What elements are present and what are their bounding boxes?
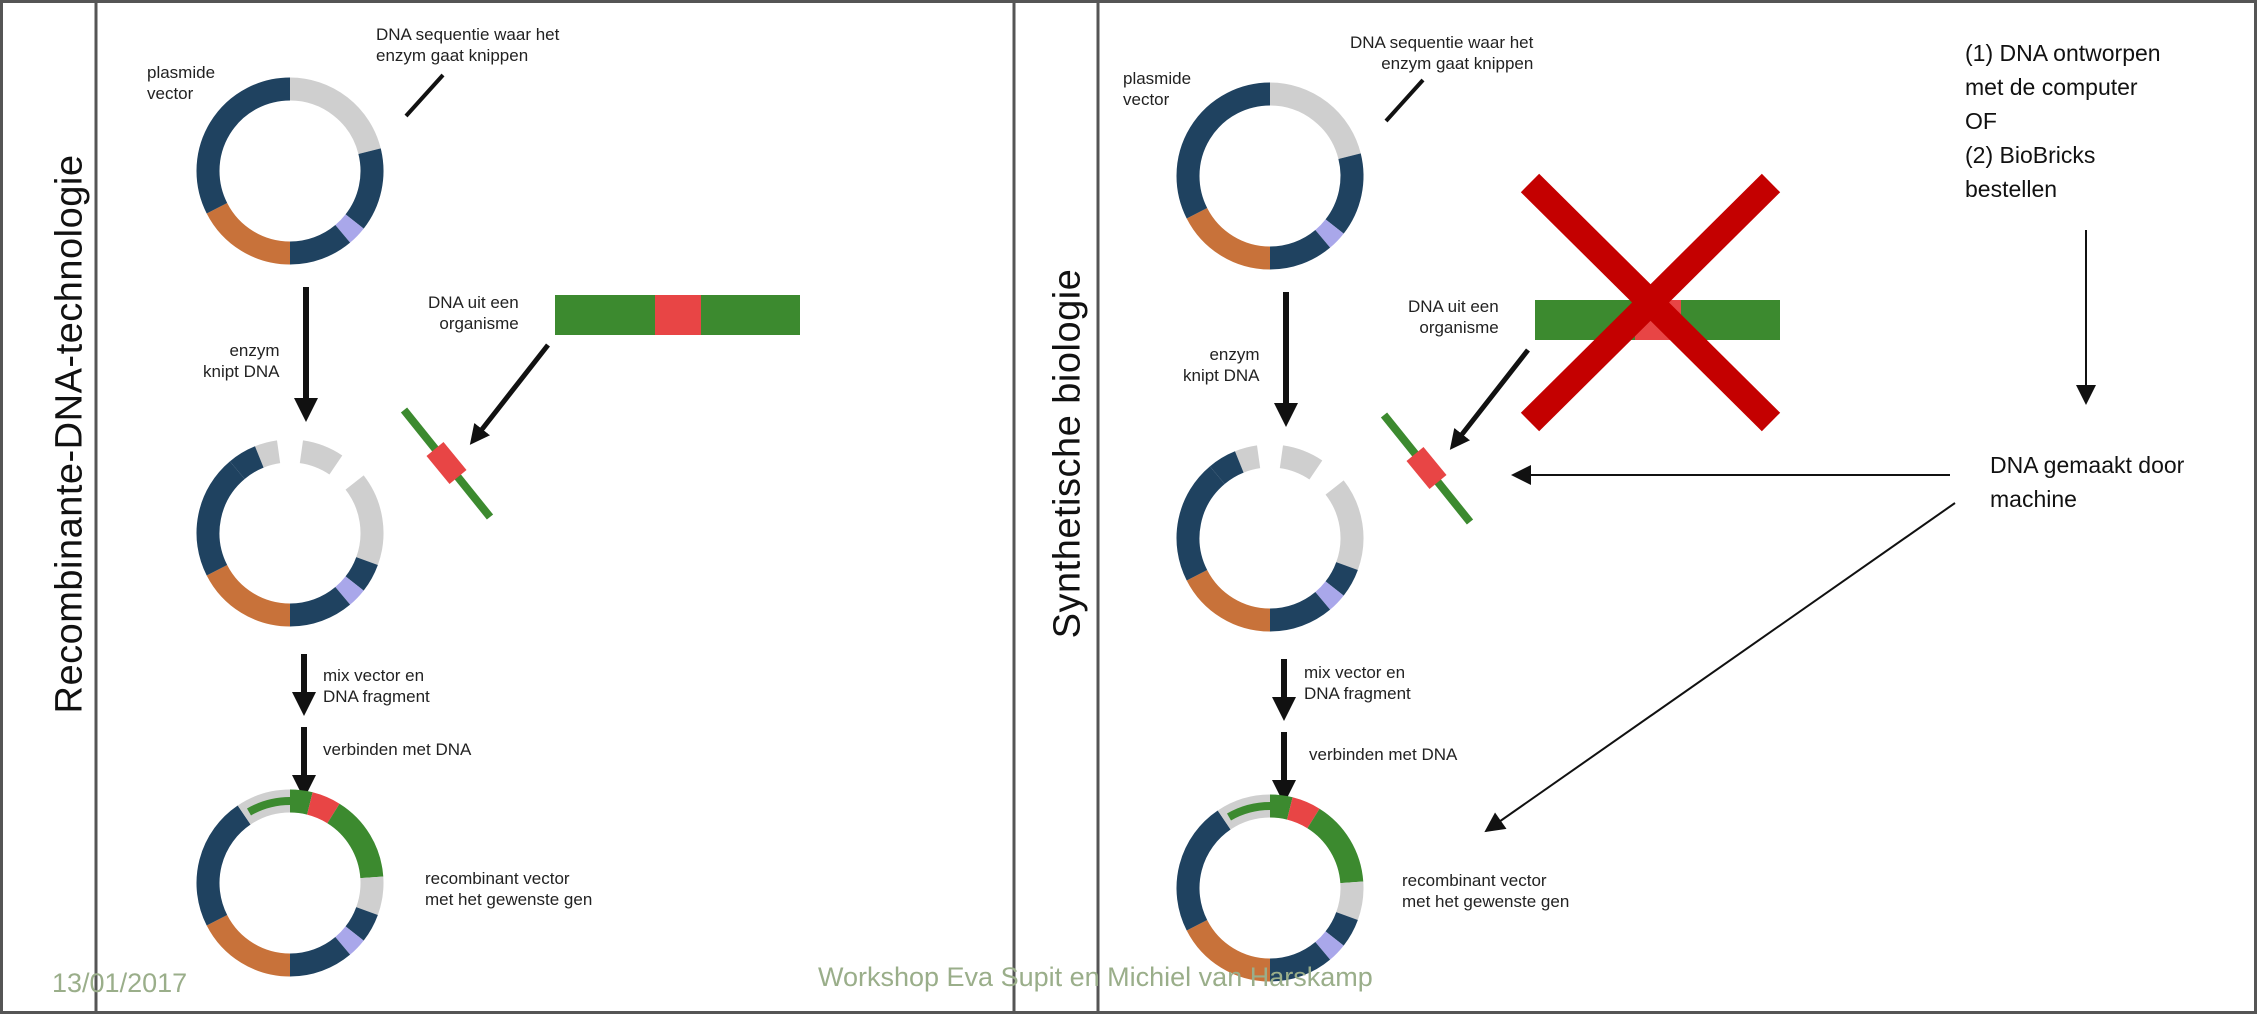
enzyme-label: enzym knipt DNA (203, 341, 280, 381)
plasmid-label: plasmide vector (1123, 69, 1192, 109)
cut-plasmid-segment-8 (229, 446, 264, 480)
top-plasmid-segment-2 (335, 214, 364, 243)
result-plasmid-segment-4 (1325, 911, 1358, 946)
result-plasmid-segment-7 (206, 914, 291, 977)
left-panel-graphics (196, 73, 800, 977)
cut-plasmid-segment-6 (206, 564, 291, 627)
top-plasmid-segment-5 (1176, 82, 1271, 219)
cut-plasmid-segment-2 (1325, 480, 1364, 570)
cut-site-pointer (1384, 78, 1425, 123)
dna-source-label: DNA uit een organisme (428, 293, 519, 333)
source-arrow (1449, 348, 1530, 450)
right-side-title: Synthetische biologie (1046, 268, 1089, 639)
result-plasmid-segment-2 (1307, 808, 1364, 884)
cut-plasmid-segment-6 (1186, 569, 1271, 632)
result-plasmid-insert-top (247, 797, 291, 816)
cut-plasmid-segment-1 (299, 440, 343, 475)
enzyme-label: enzym knipt DNA (1183, 345, 1260, 385)
result-plasmid-segment-0 (1269, 794, 1293, 820)
gene-fragment (1406, 447, 1447, 489)
result-plasmid-segment-2 (327, 803, 384, 879)
ligate-label: verbinden met DNA (1309, 745, 1458, 764)
dna-source-label: DNA uit een organisme (1408, 297, 1499, 337)
cut-plasmid-segment-7 (196, 461, 245, 576)
cut-site-label: DNA sequentie waar het enzym gaat knippe… (1350, 33, 1534, 73)
left-side-title: Recombinante-DNA-technologie (48, 154, 91, 714)
ligate-label: verbinden met DNA (323, 740, 472, 759)
result-label: recombinant vector met het gewenste gen (425, 869, 593, 909)
cut-plasmid-segment-5 (289, 586, 351, 627)
top-plasmid-segment-1 (345, 148, 384, 229)
footer-date: 13/01/2017 (52, 968, 188, 998)
gene-fragment (426, 442, 467, 484)
top-plasmid-segment-5 (196, 77, 291, 214)
cut-plasmid-segment-2 (345, 475, 384, 565)
cut-site-label: DNA sequentie waar het enzym gaat knippe… (376, 25, 560, 65)
cut-site-pointer (404, 73, 445, 118)
plasmid-label: plasmide vector (147, 63, 216, 103)
cut-plasmid-segment-0 (1234, 445, 1261, 473)
result-plasmid-segment-6 (1269, 941, 1331, 982)
top-plasmid-segment-0 (289, 77, 381, 155)
result-label: recombinant vector met het gewenste gen (1402, 871, 1570, 911)
top-plasmid-segment-3 (1269, 229, 1331, 270)
cut-plasmid-segment-4 (335, 576, 364, 605)
top-plasmid-segment-2 (1315, 219, 1344, 248)
top-plasmid-segment-0 (1269, 82, 1361, 160)
top-plasmid-segment-4 (1186, 207, 1271, 270)
top-plasmid-segment-3 (289, 224, 351, 265)
result-plasmid-segment-7 (1186, 919, 1271, 982)
result-plasmid-segment-1 (1286, 797, 1320, 829)
cut-plasmid-segment-0 (254, 440, 281, 468)
cut-plasmid-segment-3 (1325, 561, 1358, 596)
top-plasmid-segment-1 (1325, 153, 1364, 234)
result-plasmid-segment-5 (335, 926, 364, 955)
mix-label: mix vector en DNA fragment (1304, 663, 1411, 703)
footer-credit: Workshop Eva Supit en Michiel van Harska… (818, 962, 1373, 992)
cut-plasmid-segment-5 (1269, 591, 1331, 632)
result-plasmid-segment-5 (1315, 931, 1344, 960)
machine-to-vector-arrow (1484, 502, 1956, 833)
cut-plasmid-segment-7 (1176, 466, 1225, 581)
cut-plasmid-segment-1 (1279, 445, 1323, 480)
machine-note: DNA gemaakt door machine (1990, 452, 2185, 512)
result-plasmid-segment-0 (289, 789, 313, 815)
result-plasmid-segment-3 (356, 876, 384, 915)
result-plasmid-segment-4 (345, 906, 378, 941)
result-plasmid-insert-top (1227, 802, 1271, 821)
result-plasmid-segment-8 (196, 805, 251, 926)
mix-label: mix vector en DNA fragment (323, 666, 430, 706)
right-panel-graphics (1176, 78, 1780, 982)
result-plasmid-segment-1 (306, 792, 340, 824)
target-gene-segment (655, 295, 701, 335)
cross-out-mark (1520, 173, 1781, 432)
result-plasmid-segment-8 (1176, 810, 1231, 931)
result-plasmid-segment-3 (1336, 881, 1364, 920)
result-plasmid-segment-6 (289, 936, 351, 977)
top-plasmid-segment-4 (206, 202, 291, 265)
design-note: (1) DNA ontworpen met de computer OF (2)… (1965, 40, 2161, 202)
cut-plasmid-segment-4 (1315, 581, 1344, 610)
source-arrow (469, 343, 550, 445)
cut-plasmid-segment-3 (345, 556, 378, 591)
cut-plasmid-segment-8 (1209, 451, 1244, 485)
